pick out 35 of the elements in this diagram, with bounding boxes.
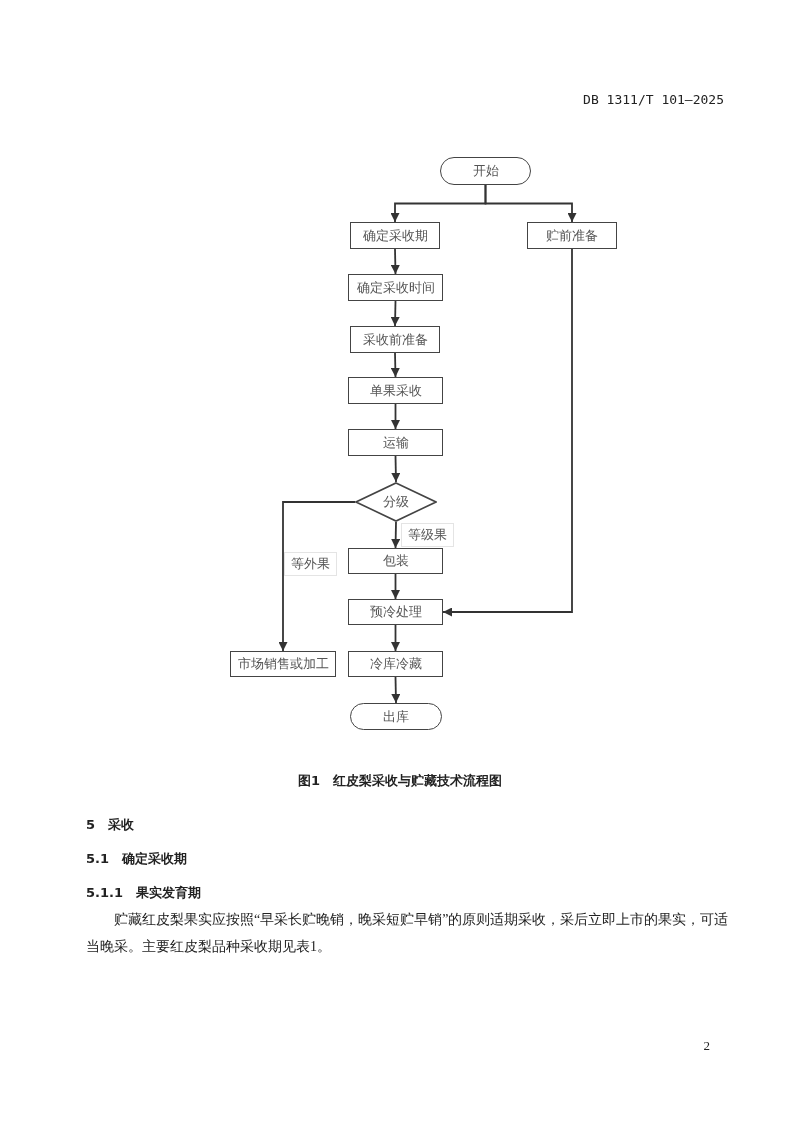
arrow — [390, 300, 400, 327]
arrow — [442, 248, 573, 617]
arrow — [391, 676, 401, 704]
process-box: 采收前准备 — [350, 326, 440, 353]
arrow — [390, 352, 400, 378]
process-box: 确定采收时间 — [348, 274, 443, 301]
figure-caption: 图1 红皮梨采收与贮藏技术流程图 — [297, 773, 502, 788]
process-box: 单果采收 — [348, 377, 443, 404]
section-heading: 5.1 确定采收期 — [86, 850, 188, 868]
node-text: 分级 — [383, 493, 409, 511]
arrow — [391, 573, 400, 600]
terminal-box: 出库 — [350, 703, 442, 730]
arrow — [391, 521, 401, 549]
terminal-box: 开始 — [440, 157, 531, 185]
arrow — [391, 624, 400, 652]
edge-label: 等级果 — [401, 523, 454, 547]
page-number: 2 — [703, 1038, 710, 1054]
paragraph: 贮藏红皮梨果实应按照“早采长贮晚销，晚采短贮早销”的原则适期采收，采后立即上市的果实，可适当晚采。主要红皮梨品种采收期见表1。 — [86, 911, 730, 956]
decision-diamond — [355, 482, 437, 522]
process-box: 确定采收期 — [350, 222, 440, 249]
process-box: 预冷处理 — [348, 599, 443, 625]
process-box: 贮前准备 — [527, 222, 617, 249]
arrow — [391, 403, 400, 430]
arrow — [278, 501, 356, 652]
process-box: 冷库冷藏 — [348, 651, 443, 677]
section-heading: 5.1.1 果实发育期 — [86, 884, 201, 902]
process-box: 运输 — [348, 429, 443, 456]
process-box: 市场销售或加工 — [230, 651, 336, 677]
section-heading: 5 采收 — [86, 816, 135, 834]
arrow — [484, 184, 577, 223]
process-box: 包装 — [348, 548, 443, 574]
edge-label: 等外果 — [284, 552, 337, 576]
arrow — [390, 248, 400, 275]
arrow — [391, 455, 401, 483]
document-number: DB 1311/T 101—2025 — [583, 92, 724, 107]
